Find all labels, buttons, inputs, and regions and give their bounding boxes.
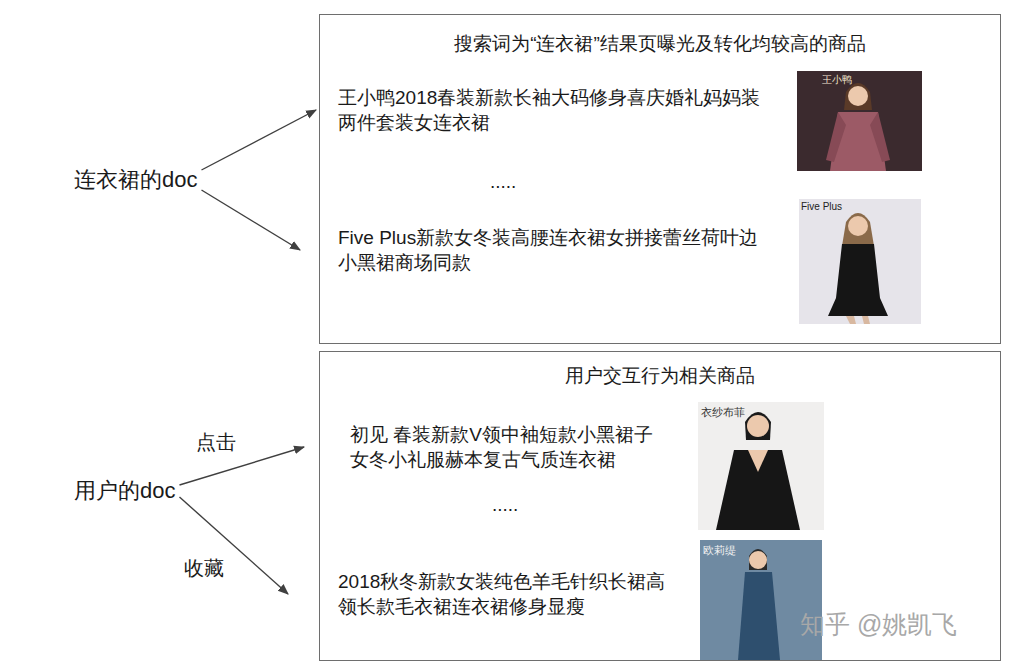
product-title: 王小鸭2018春装新款长袖大码修身喜庆婚礼妈妈装两件套装女连衣裙	[338, 85, 768, 135]
edge-label: 收藏	[182, 556, 226, 580]
hair	[749, 549, 767, 570]
photo-ground	[797, 71, 922, 171]
connectors	[179, 110, 316, 594]
ellipsis: .....	[492, 493, 518, 517]
legs	[846, 316, 870, 324]
head	[749, 551, 767, 569]
v-neck	[748, 450, 768, 472]
box-title: 用户交互行为相关商品	[320, 364, 1000, 388]
brand-logo: 王小鸭	[822, 73, 852, 87]
head	[848, 216, 868, 236]
dress	[716, 450, 800, 530]
arrow-connector	[179, 497, 288, 594]
product-title: 初见 春装新款V领中袖短款小黑裙子女冬小礼服赫本复古气质连衣裙	[350, 422, 670, 472]
doc-label: 用户的doc	[74, 476, 175, 506]
brand-logo: 欧莉缇	[703, 543, 736, 558]
photo-ground	[700, 540, 822, 660]
edge-label: 点击	[194, 430, 238, 454]
product-item: Five Plus新款女冬装高腰连衣裙女拼接蕾丝荷叶边小黑裙商场同款	[320, 225, 768, 275]
watermark: 知乎 @姚凯飞	[800, 608, 957, 641]
photo-ground	[799, 199, 921, 324]
doc-name: 连衣裙的doc	[74, 165, 197, 195]
head	[848, 86, 868, 106]
product-item: 初见 春装新款V领中袖短款小黑裙子女冬小礼服赫本复古气质连衣裙	[320, 422, 670, 472]
sleeves	[826, 112, 890, 162]
brand-logo: Five Plus	[801, 201, 842, 212]
product-photo	[799, 199, 921, 324]
product-photo	[698, 402, 824, 530]
ellipsis: .....	[490, 170, 516, 194]
hair	[844, 83, 872, 110]
head	[747, 415, 769, 437]
photo-ground	[698, 402, 824, 530]
doc-name: 用户的doc	[74, 476, 175, 506]
arrow-connector	[201, 190, 300, 250]
product-item: 2018秋冬新款女装纯色羊毛针织长裙高领长款毛衣裙连衣裙修身显瘦	[320, 569, 673, 619]
hair	[745, 412, 771, 440]
group-box: 搜索词为“连衣裙”结果页曝光及转化均较高的商品..... 王小鸭2018春装新款长…	[319, 14, 1001, 344]
product-photo	[797, 71, 922, 171]
dress	[828, 244, 888, 316]
dress	[738, 572, 780, 660]
brand-logo: 衣纱布菲	[701, 405, 745, 420]
doc-label: 连衣裙的doc	[74, 165, 197, 195]
product-photo	[700, 540, 822, 660]
product-title: Five Plus新款女冬装高腰连衣裙女拼接蕾丝荷叶边小黑裙商场同款	[338, 225, 768, 275]
product-title: 2018秋冬新款女装纯色羊毛针织长裙高领长款毛衣裙连衣裙修身显瘦	[338, 569, 673, 619]
box-title: 搜索词为“连衣裙”结果页曝光及转化均较高的商品	[320, 32, 1000, 56]
hair	[842, 213, 874, 246]
product-item: 王小鸭2018春装新款长袖大码修身喜庆婚礼妈妈装两件套装女连衣裙	[320, 85, 768, 135]
arrow-connector	[201, 110, 316, 170]
